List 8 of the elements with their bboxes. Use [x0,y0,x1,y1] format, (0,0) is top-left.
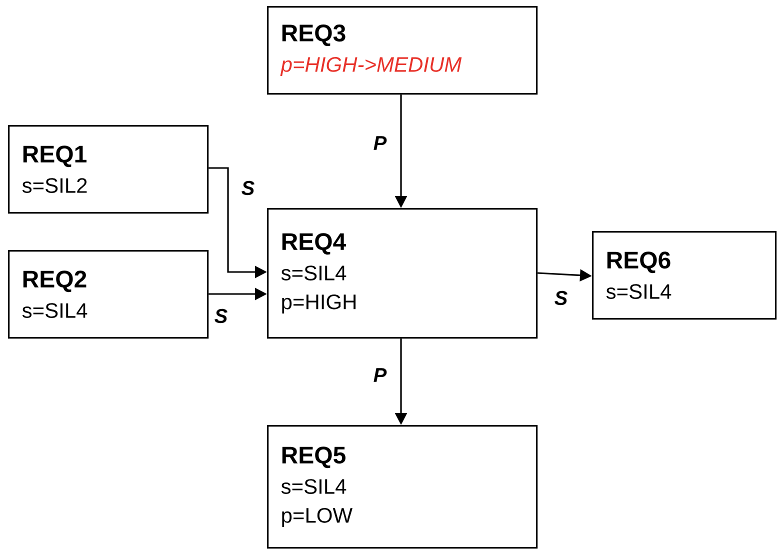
requirement-box: REQ2 s=SIL4 [8,250,209,339]
requirement-box: REQ5 s=SIL4 p=LOW [267,425,538,549]
requirement-box: REQ6 s=SIL4 [592,231,777,320]
edge-label: P [372,135,388,151]
edge-label: P [372,367,388,383]
requirement-box: REQ4 s=SIL4 p=HIGH [267,208,538,339]
requirement-box: REQ1 s=SIL2 [8,125,209,214]
requirement-box: REQ3 p=HIGH->MEDIUM [267,6,538,95]
